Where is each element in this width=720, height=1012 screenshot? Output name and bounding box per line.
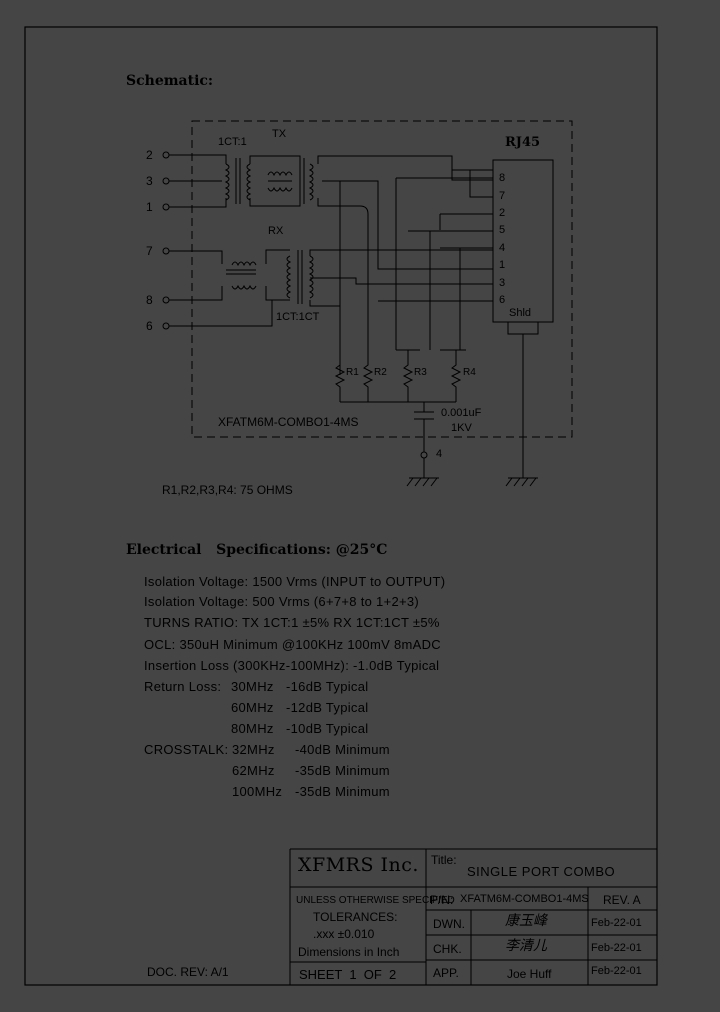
crosstalk-freq: 62MHz (232, 763, 275, 778)
drawn-date: Feb-22-01 (591, 917, 642, 929)
shield-label: Shld (509, 307, 532, 319)
unless-specified: UNLESS OTHERWISE SPECIFIED (296, 895, 455, 906)
left-pin-label: 6 (146, 319, 153, 333)
capacitor-voltage: 1KV (451, 422, 472, 434)
part-number: XFATM6M-COMBO1-4MS (460, 893, 589, 905)
crosstalk-value: -40dB Minimum (295, 742, 390, 757)
electrical-heading: Electrical Specifications: @25°C (126, 542, 388, 558)
rj45-label: RJ45 (505, 135, 541, 150)
crosstalk-freq: 100MHz (232, 784, 283, 799)
resistor-label: R2 (374, 367, 387, 378)
checked-signature: 李清儿 (505, 938, 547, 954)
left-pin-label: 1 (146, 200, 153, 214)
drawing-title: SINGLE PORT COMBO (467, 864, 616, 879)
approved-date: Feb-22-01 (591, 965, 642, 977)
rj45-pin-label: 6 (499, 294, 506, 306)
resistor-note: R1,R2,R3,R4: 75 OHMS (162, 483, 293, 497)
tx-ratio: 1CT:1 (218, 136, 247, 148)
spec-line: TURNS RATIO: TX 1CT:1 ±5% RX 1CT:1CT ±5% (144, 615, 440, 630)
doc-revision: DOC. REV: A/1 (147, 965, 229, 979)
rj45-pin-label: 7 (499, 190, 506, 202)
spec-line: Insertion Loss (300KHz-100MHz): -1.0dB T… (144, 658, 440, 673)
tx-label: TX (272, 128, 287, 140)
return-loss-value: -10dB Typical (286, 721, 369, 736)
capacitor-value: 0.001uF (441, 407, 482, 419)
schematic-heading: Schematic: (126, 73, 214, 89)
resistor-label: R3 (414, 367, 427, 378)
approved-label: APP. (433, 966, 459, 980)
return-loss-freq: 30MHz (231, 679, 274, 694)
pn-label: P/N: (430, 893, 454, 907)
rj45-pin-label: 1 (499, 259, 506, 271)
tolerance-value: .xxx ±0.010 (313, 927, 375, 941)
title-label: Title: (431, 853, 457, 867)
rj45-pin-label: 4 (499, 242, 506, 254)
spec-line: Isolation Voltage: 500 Vrms (6+7+8 to 1+… (144, 594, 420, 609)
resistor-label: R1 (346, 367, 359, 378)
return-loss-value: -16dB Typical (286, 679, 369, 694)
return-loss-freq: 60MHz (231, 700, 274, 715)
tolerances-label: TOLERANCES: (313, 910, 398, 924)
left-pin-label: 3 (146, 174, 153, 188)
return-loss-label: Return Loss: (144, 679, 222, 694)
crosstalk-label: CROSSTALK: (144, 742, 229, 757)
left-pin-label: 8 (146, 293, 153, 307)
rx-ratio: 1CT:1CT (276, 311, 320, 323)
checked-label: CHK. (433, 942, 462, 956)
rx-label: RX (268, 225, 284, 237)
crosstalk-freq: 32MHz (232, 742, 275, 757)
dimensions-unit: Dimensions in Inch (298, 945, 400, 959)
checked-date: Feb-22-01 (591, 942, 642, 954)
revision: REV. A (603, 893, 641, 907)
crosstalk-value: -35dB Minimum (295, 763, 390, 778)
sheet-number: SHEET 1 OF 2 (299, 967, 397, 982)
left-pin-label: 7 (146, 244, 153, 258)
rj45-pin-label: 8 (499, 172, 506, 184)
company-name: XFMRS Inc. (298, 854, 419, 876)
spec-line: Isolation Voltage: 1500 Vrms (INPUT to O… (144, 574, 446, 589)
drawn-signature: 康玉峰 (505, 913, 547, 929)
drawn-label: DWN. (433, 917, 465, 931)
spec-line: OCL: 350uH Minimum @100KHz 100mV 8mADC (144, 637, 441, 652)
return-loss-value: -12dB Typical (286, 700, 369, 715)
return-loss-freq: 80MHz (231, 721, 274, 736)
crosstalk-value: -35dB Minimum (295, 784, 390, 799)
part-number-label: XFATM6M-COMBO1-4MS (218, 415, 359, 429)
resistor-label: R4 (463, 367, 476, 378)
rj45-pin-label: 2 (499, 207, 506, 219)
left-pin-label: 2 (146, 148, 153, 162)
rj45-pin-label: 5 (499, 224, 506, 236)
approved-name: Joe Huff (507, 967, 552, 981)
rj45-pin-label: 3 (499, 277, 506, 289)
ground-pin-label: 4 (436, 448, 443, 460)
